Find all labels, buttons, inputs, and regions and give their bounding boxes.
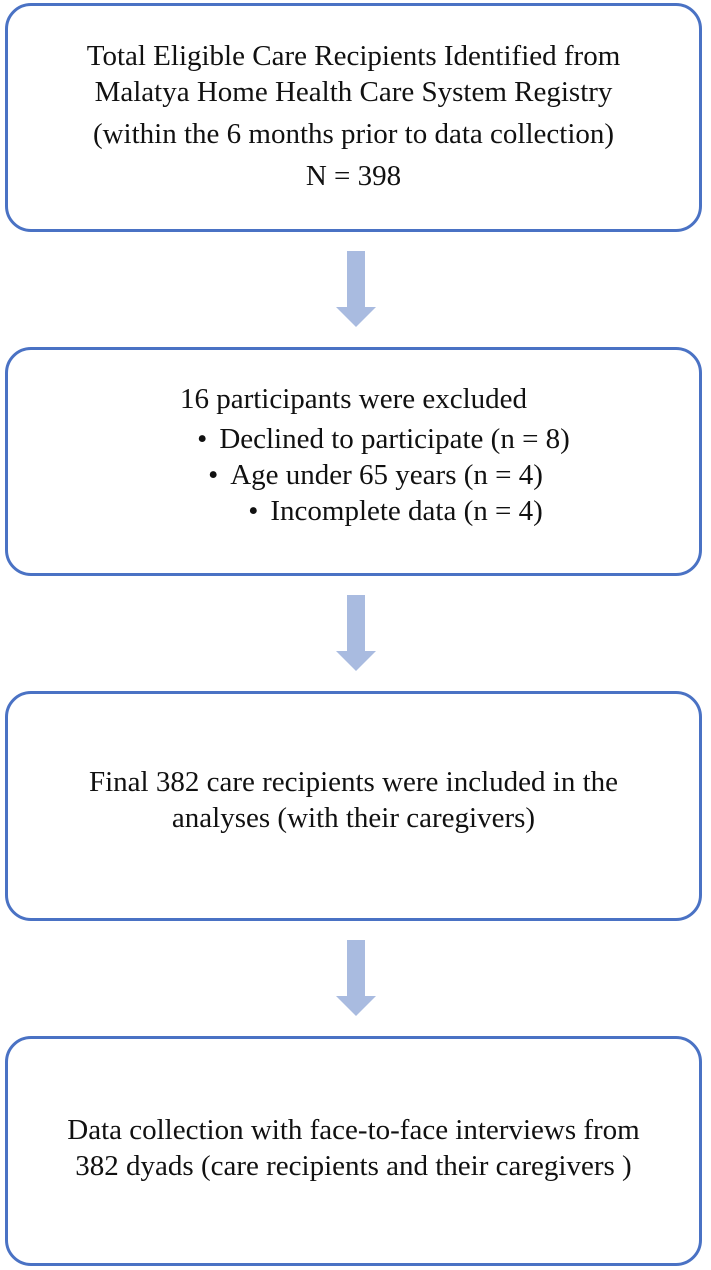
eligible-recipients-text: Total Eligible Care Recipients Identifie… xyxy=(87,38,621,194)
down-arrow-shape xyxy=(336,595,376,671)
excluded-participants-text: 16 participants were excluded •Declined … xyxy=(137,381,570,529)
data-collection-text: Data collection with face-to-face interv… xyxy=(67,1112,639,1184)
final-included-box: Final 382 care recipients were included … xyxy=(5,691,702,921)
exclusion-reason-incomplete: • Incomplete data (n = 4) xyxy=(221,493,570,529)
eligible-count: N = 398 xyxy=(305,159,402,192)
final-included-text: Final 382 care recipients were included … xyxy=(89,764,618,836)
exclusion-reasons-list: •Declined to participate (n = 8) •Age un… xyxy=(137,421,570,529)
exclusion-reason-label: Age under 65 years (n = 4) xyxy=(230,458,543,491)
final-line-2: analyses (with their caregivers) xyxy=(171,802,536,834)
down-arrow-shape xyxy=(336,940,376,1016)
exclusion-reason-label: Declined to participate (n = 8) xyxy=(219,422,570,455)
down-arrow-shape xyxy=(336,251,376,327)
data-collection-box: Data collection with face-to-face interv… xyxy=(5,1036,702,1266)
down-arrow-icon xyxy=(336,251,376,327)
eligible-line-1: Total Eligible Care Recipients Identifie… xyxy=(86,39,621,72)
excluded-participants-box: 16 participants were excluded •Declined … xyxy=(5,347,702,576)
down-arrow-icon xyxy=(336,940,376,1016)
exclusion-reason-age: • Age under 65 years (n = 4) xyxy=(181,457,570,493)
collection-line-1: Data collection with face-to-face interv… xyxy=(67,1114,640,1146)
eligible-line-2: Malatya Home Health Care System Registry xyxy=(94,75,613,108)
eligible-line-3: (within the 6 months prior to data colle… xyxy=(92,117,615,150)
exclusion-reason-label: Incomplete data (n = 4) xyxy=(270,494,543,527)
collection-line-2: 382 dyads (care recipients and their car… xyxy=(75,1150,632,1182)
eligible-recipients-box: Total Eligible Care Recipients Identifie… xyxy=(5,3,702,232)
bullet-icon: • xyxy=(248,494,259,527)
bullet-icon: • xyxy=(208,458,219,491)
final-line-1: Final 382 care recipients were included … xyxy=(88,766,619,798)
excluded-title: 16 participants were excluded xyxy=(179,382,528,415)
down-arrow-icon xyxy=(336,595,376,671)
bullet-icon: • xyxy=(197,422,208,455)
exclusion-reason-declined: • Declined to participate (n = 8) xyxy=(197,421,570,457)
